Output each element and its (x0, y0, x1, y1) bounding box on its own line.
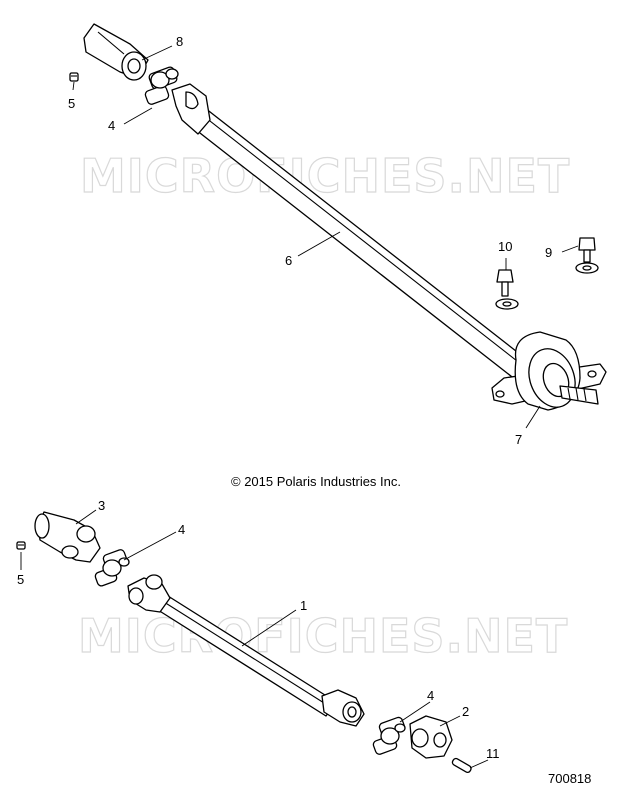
callouts-top: 8 5 4 6 10 9 7 (68, 34, 552, 447)
part-5-grease-fitting-bottom (16, 541, 26, 550)
callout-10: 10 (498, 239, 512, 254)
part-4-u-joint-bottom-left (94, 549, 130, 587)
callout-2: 2 (462, 704, 469, 719)
part-5-grease-fitting-top (69, 72, 79, 82)
leader-lines-top (72, 45, 579, 429)
callout-6: 6 (285, 253, 292, 268)
part-11-roll-pin (451, 757, 472, 774)
watermark-bottom: MICROFICHES.NET (77, 608, 568, 663)
part-4-u-joint-top (144, 66, 179, 105)
watermark-top: MICROFICHES.NET (79, 148, 570, 203)
svg-text:MICROFICHES.NET: MICROFICHES.NET (78, 609, 568, 663)
callout-1: 1 (300, 598, 307, 613)
part-8-coupler (83, 23, 149, 81)
callout-7: 7 (515, 432, 522, 447)
callouts-bottom: 3 4 5 1 4 2 11 (17, 498, 500, 761)
part-7-carrier-bearing (491, 331, 607, 411)
callout-4-bottom-right: 4 (427, 688, 434, 703)
part-3-slip-yoke (34, 511, 101, 563)
callout-9: 9 (545, 245, 552, 260)
svg-text:MICROFICHES.NET: MICROFICHES.NET (80, 149, 570, 203)
callout-4-bottom-left: 4 (178, 522, 185, 537)
callout-5-top: 5 (68, 96, 75, 111)
part-4-u-joint-bottom-right (372, 716, 406, 755)
leader-lines-bottom (20, 509, 489, 769)
callout-4-top: 4 (108, 118, 115, 133)
part-2-end-yoke (409, 715, 453, 759)
part-6-prop-shaft (171, 83, 531, 381)
callout-8: 8 (176, 34, 183, 49)
copyright-notice: © 2015 Polaris Industries Inc. (231, 474, 401, 489)
callout-3: 3 (98, 498, 105, 513)
part-9-bolt (575, 237, 599, 274)
part-10-bolt (495, 269, 519, 310)
part-1-drive-shaft (127, 574, 365, 727)
callout-5-bottom: 5 (17, 572, 24, 587)
callout-11: 11 (486, 746, 500, 761)
drawing-number: 700818 (548, 771, 591, 786)
